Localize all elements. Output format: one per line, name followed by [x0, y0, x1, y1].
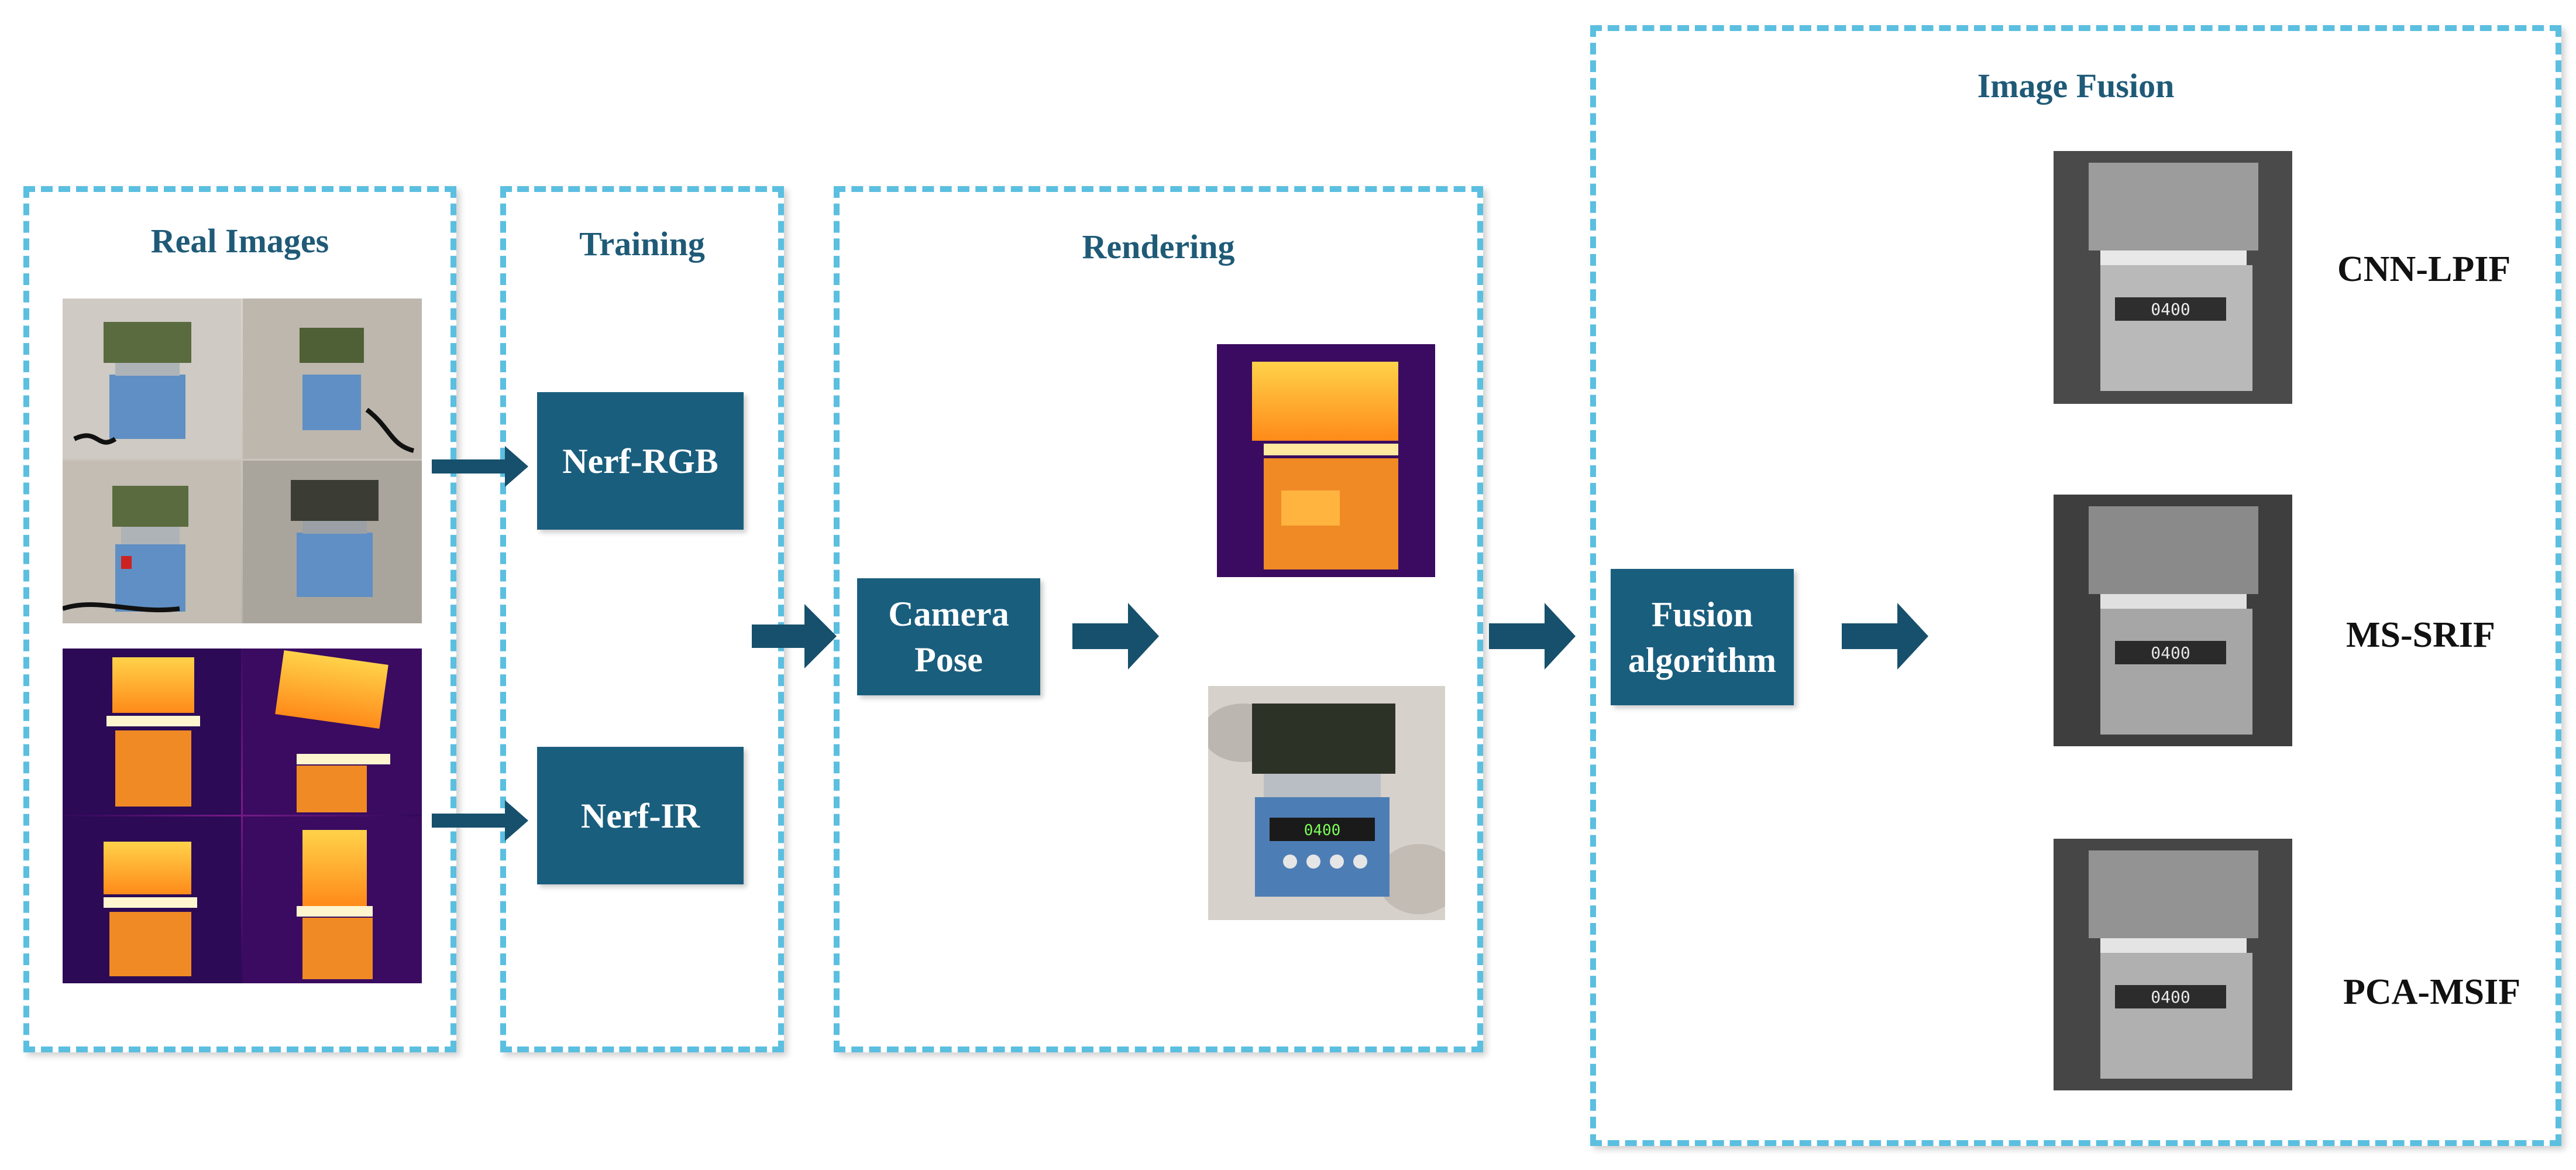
rendering-panel: Rendering: [834, 186, 1483, 1052]
fused-image-ms-srif: 0400: [2054, 495, 2292, 746]
fusion-algorithm-node: Fusion algorithm: [1611, 569, 1794, 705]
svg-text:0400: 0400: [2151, 643, 2190, 663]
arrow-camera-pose-to-rendered: [1072, 603, 1159, 670]
ir-photo-2: [243, 649, 422, 815]
ir-photos-graphic: [63, 649, 422, 983]
rgb-photo-2: [243, 298, 422, 459]
rgb-photos-graphic: [63, 298, 422, 623]
nerf-rgb-node: Nerf-RGB: [537, 392, 744, 530]
ir-photo-1: [63, 649, 241, 815]
camera-pose-line1: Camera: [888, 595, 1009, 633]
rendered-ir-graphic: [1217, 344, 1435, 577]
fusion-algorithm-line2: algorithm: [1628, 640, 1777, 680]
arrow-rgb-to-nerf-rgb: [432, 446, 528, 487]
method-label-pca-msif: PCA-MSIF: [2343, 972, 2521, 1012]
svg-text:0400: 0400: [1304, 822, 1341, 839]
ir-photo-grid: [63, 649, 422, 983]
real-images-panel: Real Images: [23, 186, 456, 1052]
arrow-fusion-to-results: [1842, 603, 1928, 670]
ir-photo-4: [243, 816, 422, 983]
fusion-algorithm-line1: Fusion: [1651, 595, 1753, 634]
image-fusion-title: Image Fusion: [1977, 67, 2175, 105]
rendered-rgb-graphic: 0400: [1208, 686, 1445, 920]
training-panel: Training: [500, 186, 784, 1052]
rgb-photo-grid: [63, 298, 422, 623]
rgb-photo-3: [63, 461, 241, 623]
arrow-training-to-camera-pose: [752, 604, 837, 668]
rendering-title: Rendering: [1082, 228, 1235, 266]
method-label-ms-srif: MS-SRIF: [2346, 615, 2495, 655]
fused-graphic-3: 0400: [2054, 839, 2292, 1090]
fused-image-cnn-lpif: 0400: [2054, 151, 2292, 404]
fused-graphic-2: 0400: [2054, 495, 2292, 746]
fused-graphic-1: 0400: [2054, 151, 2292, 404]
arrow-rendering-to-fusion: [1489, 603, 1576, 670]
svg-text:0400: 0400: [2151, 300, 2190, 319]
image-fusion-panel: Image Fusion: [1590, 25, 2561, 1146]
real-images-title: Real Images: [150, 222, 329, 260]
camera-pose-node: Camera Pose: [857, 578, 1040, 695]
svg-text:0400: 0400: [2151, 987, 2190, 1007]
method-label-cnn-lpif: CNN-LPIF: [2337, 249, 2511, 289]
rgb-photo-1: [63, 298, 241, 459]
rendered-rgb-image: 0400: [1208, 686, 1445, 920]
camera-pose-line2: Pose: [914, 640, 983, 679]
rendered-ir-image: [1217, 344, 1435, 577]
fused-image-pca-msif: 0400: [2054, 839, 2292, 1090]
arrow-ir-to-nerf-ir: [432, 800, 528, 841]
training-title: Training: [579, 225, 705, 263]
nerf-ir-node: Nerf-IR: [537, 747, 744, 884]
rgb-photo-4: [243, 461, 422, 623]
ir-photo-3: [63, 816, 241, 983]
